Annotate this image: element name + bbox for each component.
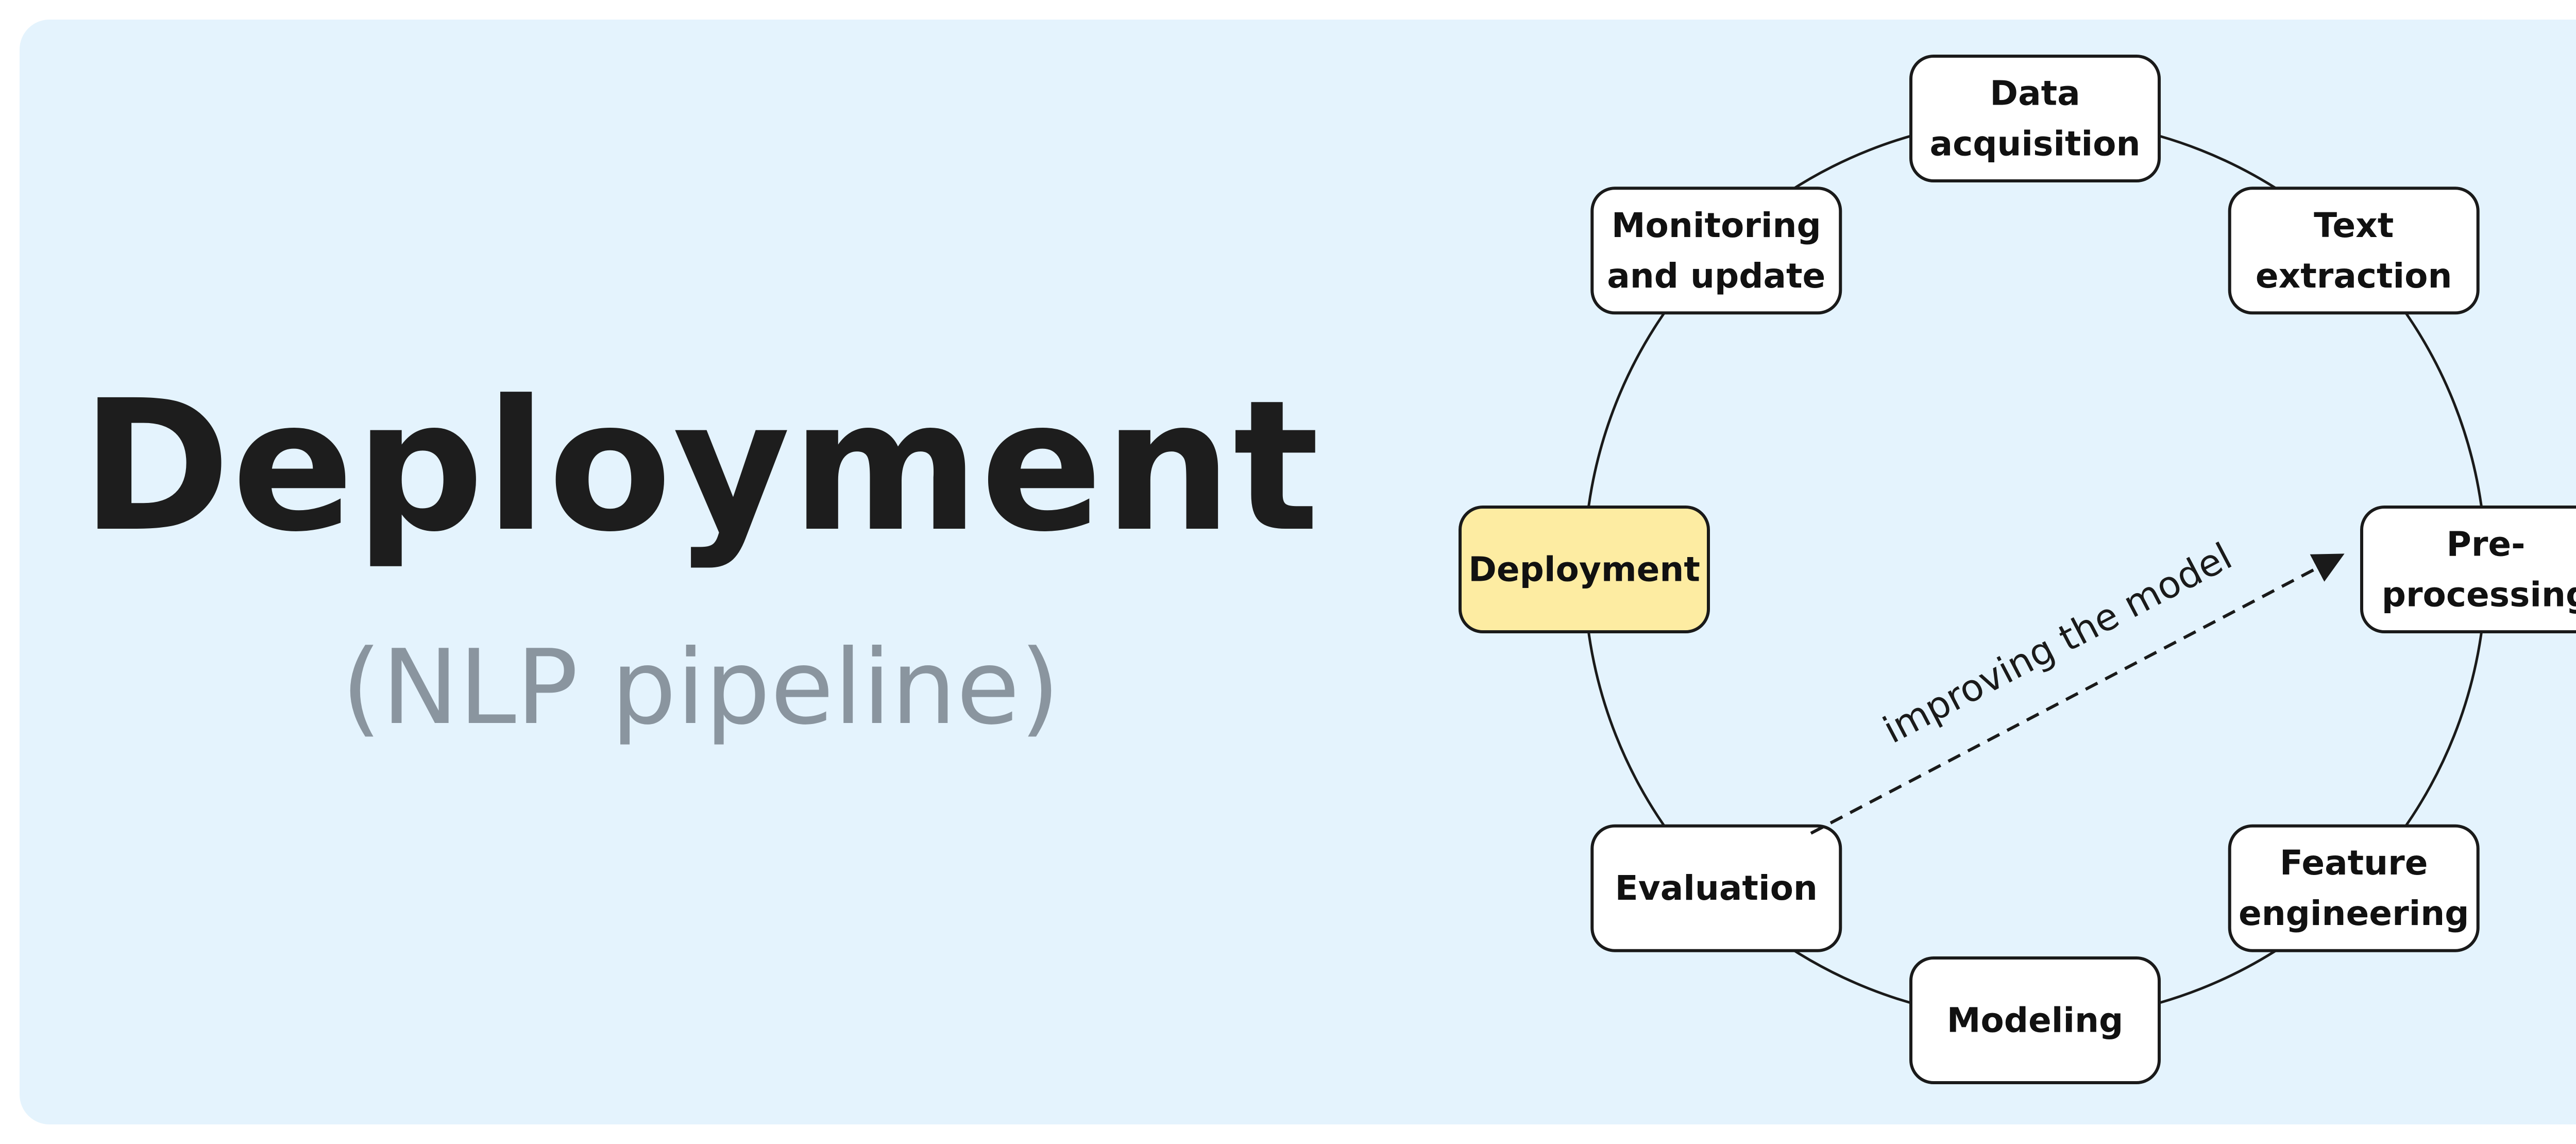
pipeline-node-pre-processing: Pre-processing	[2360, 506, 2576, 633]
pipeline-node-box	[1590, 824, 1842, 952]
pipeline-node-label: Pre-	[2446, 525, 2525, 564]
pipeline-node-label: Monitoring	[1612, 206, 1821, 245]
pipeline-node-label: acquisition	[1930, 124, 2141, 164]
pipeline-node-label: Evaluation	[1615, 868, 1818, 908]
pipeline-node-box	[1590, 187, 1842, 315]
pipeline-node-label: engineering	[2239, 894, 2469, 933]
pipeline-node-box	[2228, 824, 2480, 952]
pipeline-node-box	[1909, 55, 2161, 182]
pipeline-node-evaluation: Evaluation	[1590, 824, 1842, 952]
title-block: Deployment (NLP pipeline)	[81, 361, 1320, 748]
pipeline-node-label: Deployment	[1468, 550, 1700, 590]
feedback-arrow	[1810, 553, 2345, 835]
pipeline-node-label: Text	[2314, 206, 2394, 245]
pipeline-node-label: Modeling	[1947, 1001, 2124, 1040]
pipeline-node-data-acquisition: Data acquisition	[1909, 55, 2161, 182]
feedback-label: improving the model	[1876, 534, 2239, 752]
pipeline-node-box	[1459, 506, 1710, 633]
pipeline-node-label: Data	[1990, 74, 2080, 113]
pipeline-node-deployment: Deployment	[1459, 506, 1710, 633]
pipeline-node-box	[2228, 187, 2480, 315]
pipeline-node-feature-engineering: Feature engineering	[2228, 824, 2480, 952]
page-title: Deployment	[81, 361, 1320, 571]
pipeline-node-label: and update	[1607, 256, 1825, 296]
page-subtitle: (NLP pipeline)	[341, 628, 1060, 748]
pipeline-node-monitoring-and-update: Monitoring and update	[1590, 187, 1842, 315]
pipeline-node-box	[1909, 956, 2161, 1084]
pipeline-node-label: Feature	[2280, 843, 2428, 883]
pipeline-node-modeling: Modeling	[1909, 956, 2161, 1084]
background-card	[20, 20, 2576, 1124]
pipeline-node-box	[2360, 506, 2576, 633]
pipeline-node-label: processing	[2382, 575, 2576, 615]
pipeline-node-text-extraction: Text extraction	[2228, 187, 2480, 315]
pipeline-node-label: extraction	[2256, 256, 2452, 296]
